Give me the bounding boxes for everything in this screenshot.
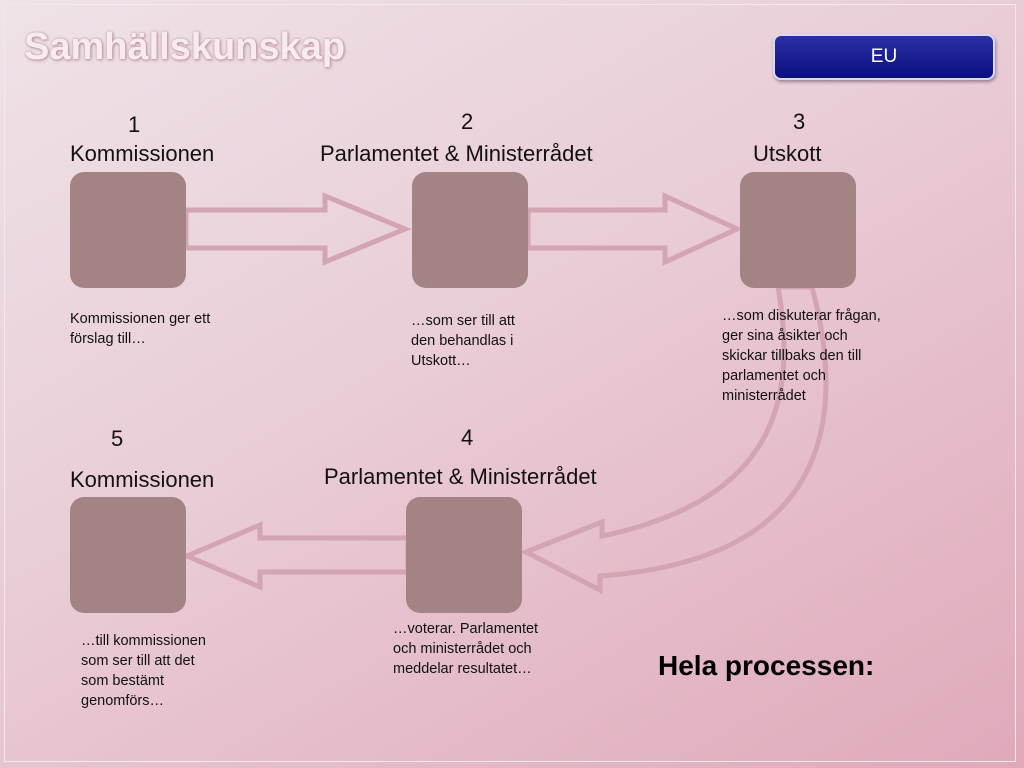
eu-topic-button[interactable]: EU bbox=[773, 34, 995, 80]
step-1-number: 1 bbox=[128, 112, 141, 137]
step-5-box bbox=[70, 497, 186, 613]
step-4-name: Parlamentet & Ministerrådet bbox=[324, 464, 597, 489]
step-5-description: …till kommissionen som ser till att det … bbox=[81, 633, 206, 709]
step-3-name: Utskott bbox=[753, 141, 822, 166]
step-5-number: 5 bbox=[111, 426, 124, 451]
arrow-step3-to-step4 bbox=[519, 284, 829, 595]
step-4-description: …voterar. Parlamentet och ministerrådet … bbox=[393, 621, 539, 677]
slide-frame bbox=[4, 4, 1016, 762]
step-5-name: Kommissionen bbox=[70, 467, 215, 492]
step-1-description: Kommissionen ger ett förslag till… bbox=[70, 311, 211, 347]
step-3-number: 3 bbox=[793, 109, 806, 134]
step-2-name: Parlamentet & Ministerrådet bbox=[320, 141, 593, 166]
step-1-box bbox=[70, 172, 186, 288]
step-4-box bbox=[406, 497, 522, 613]
step-4-number: 4 bbox=[461, 425, 474, 450]
step-3-box bbox=[740, 172, 856, 288]
arrow-step2-to-step3 bbox=[525, 192, 744, 266]
step-1-name: Kommissionen bbox=[70, 141, 215, 166]
step-2-description: …som ser till att den behandlas i Utskot… bbox=[411, 313, 515, 369]
step-2-number: 2 bbox=[461, 109, 474, 134]
arrow-step4-to-step5 bbox=[180, 521, 411, 591]
arrow-step1-to-step2 bbox=[183, 192, 412, 266]
step-3-description: …som diskuterar frågan, ger sina åsikter… bbox=[722, 308, 881, 404]
process-summary-heading: Hela processen: bbox=[658, 650, 875, 681]
slide-title: Samhällskunskap bbox=[24, 26, 346, 68]
step-2-box bbox=[412, 172, 528, 288]
